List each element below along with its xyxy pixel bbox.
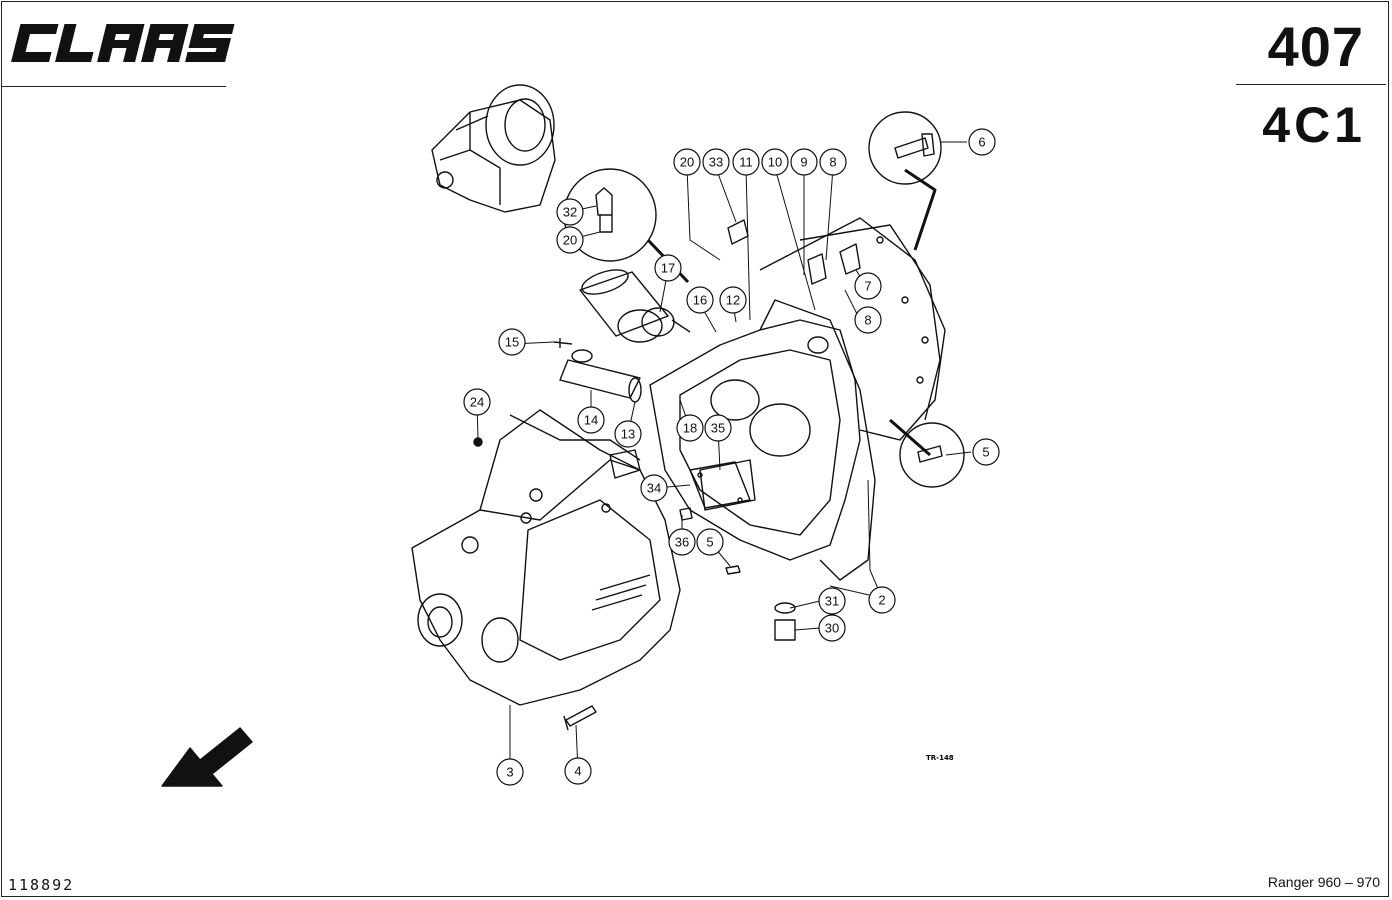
claas-logo [11,24,235,62]
svg-text:31: 31 [825,594,839,609]
callout-33: 33 [702,148,730,176]
header-rule-left [2,86,226,87]
page-number: 407 [1267,15,1364,78]
callout-20-top: 20 [673,148,701,176]
svg-text:30: 30 [825,621,839,636]
svg-text:2: 2 [878,593,885,608]
svg-text:7: 7 [864,279,871,294]
svg-text:33: 33 [709,155,723,170]
callout-12: 12 [719,286,747,314]
callout-13: 13 [614,420,642,448]
callout-5-right: 5 [972,438,1000,466]
svg-text:6: 6 [978,135,985,150]
svg-text:32: 32 [563,205,577,220]
dowel-detail-bubble [899,422,965,488]
pipe [559,349,642,403]
callout-24: 24 [463,388,491,416]
bell-housing [759,168,946,457]
callout-8-upper: 8 [819,148,847,176]
svg-text:14: 14 [584,413,598,428]
svg-text:20: 20 [563,233,577,248]
callout-8-lower: 8 [854,306,882,334]
svg-text:8: 8 [864,313,871,328]
svg-text:5: 5 [982,445,989,460]
callout-17: 17 [654,254,682,282]
callout-32: 32 [556,198,584,226]
callout-2: 2 [868,586,896,614]
callout-18: 18 [676,414,704,442]
drain-plug [774,602,796,641]
svg-text:3: 3 [506,765,513,780]
callout-35: 35 [704,414,732,442]
svg-text:35: 35 [711,421,725,436]
bolt-detail-bubble [868,111,942,185]
pump-assembly [431,84,556,213]
callout-11: 11 [732,148,760,176]
callout-6: 6 [968,128,996,156]
model-label: Ranger 960 – 970 [1267,874,1380,890]
callout-5-lower: 5 [696,528,724,556]
callout-34: 34 [640,474,668,502]
svg-text:24: 24 [470,395,484,410]
direction-arrow [161,727,253,787]
callout-4: 4 [564,757,592,785]
group-code: 4C1 [1262,97,1366,153]
svg-text:11: 11 [739,155,753,170]
svg-text:13: 13 [621,427,635,442]
svg-text:17: 17 [661,261,675,276]
callout-31: 31 [818,587,846,615]
svg-text:18: 18 [683,421,697,436]
gearbox-housing [411,409,681,706]
header-rule-right [1236,84,1386,85]
callout-7: 7 [854,272,882,300]
callout-9: 9 [790,148,818,176]
filter-cartridge [579,269,691,343]
bolt [563,705,597,731]
callout-15: 15 [498,328,526,356]
svg-text:16: 16 [693,293,707,308]
document-number: 118892 [8,876,75,894]
svg-text:15: 15 [505,335,519,350]
svg-text:4: 4 [574,764,581,779]
svg-text:10: 10 [768,155,782,170]
svg-text:20: 20 [680,155,694,170]
callout-3: 3 [496,758,524,786]
callout-36: 36 [668,528,696,556]
svg-text:34: 34 [647,481,661,496]
svg-text:5: 5 [706,535,713,550]
callout-10: 10 [761,148,789,176]
svg-text:36: 36 [675,535,689,550]
svg-text:9: 9 [800,155,807,170]
callout-30: 30 [818,614,846,642]
drawing-reference: TR-148 [926,754,954,762]
callout-20-left: 20 [556,226,584,254]
callout-14: 14 [577,406,605,434]
svg-text:12: 12 [726,293,740,308]
callout-16: 16 [686,286,714,314]
svg-text:8: 8 [829,155,836,170]
